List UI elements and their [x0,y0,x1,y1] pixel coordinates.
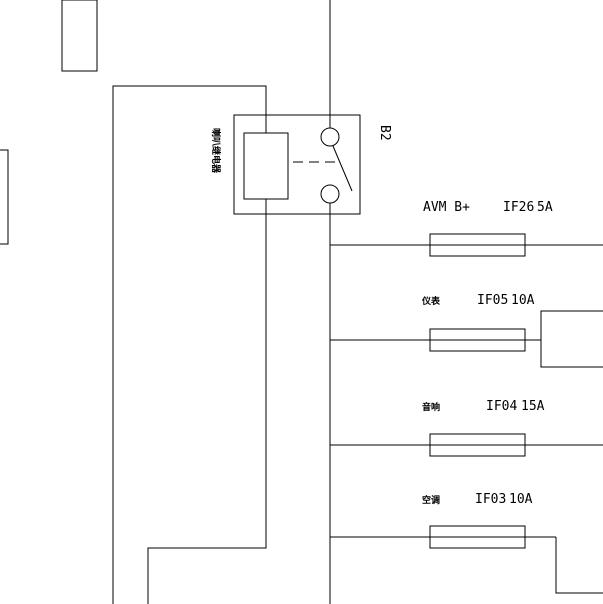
load-box [540,310,603,368]
relay-contact-bottom [320,184,340,204]
fuse-id-label: IF04 [486,399,517,414]
relay-contact-top [320,127,340,147]
fuse-rating-label: 5A [537,200,553,215]
fuse-rating-label: 10A [509,492,533,507]
fuse-branch-4: 空调 IF03 10A [330,492,556,549]
wire-relay-coil-return [147,214,267,604]
fuse-branch-1: AVM B+ IF26 5A [330,200,603,257]
connector-box-top [61,0,98,72]
fuse-id-label: IF03 [475,492,506,507]
fuse-rating-label: 10A [511,293,535,308]
relay-housing [233,114,361,215]
fuse-branch-3: 音响 IF04 15A [330,399,603,457]
wire-branch-4-out [555,537,603,594]
fuse-branch-2: 仪表 IF05 10A [330,293,541,352]
fuse-circuit-label: AVM B+ [423,200,470,215]
fuse-circuit-label: 仪表 [421,295,441,307]
relay-ref-label: B2 [377,125,392,141]
fuse-id-label: IF26 [503,200,534,215]
relay-switch-arm [332,145,353,192]
fuse-rating-label: 15A [521,399,545,414]
fuse-circuit-label: 空调 [422,494,440,506]
relay-coil [243,132,289,200]
wire-relay-coil-feed [112,85,267,604]
fuse-id-label: IF05 [477,293,508,308]
fuse-circuit-label: 音响 [422,401,440,413]
relay-name-label: 喇叭继电器 [210,128,222,174]
connector-box-left [0,149,9,245]
